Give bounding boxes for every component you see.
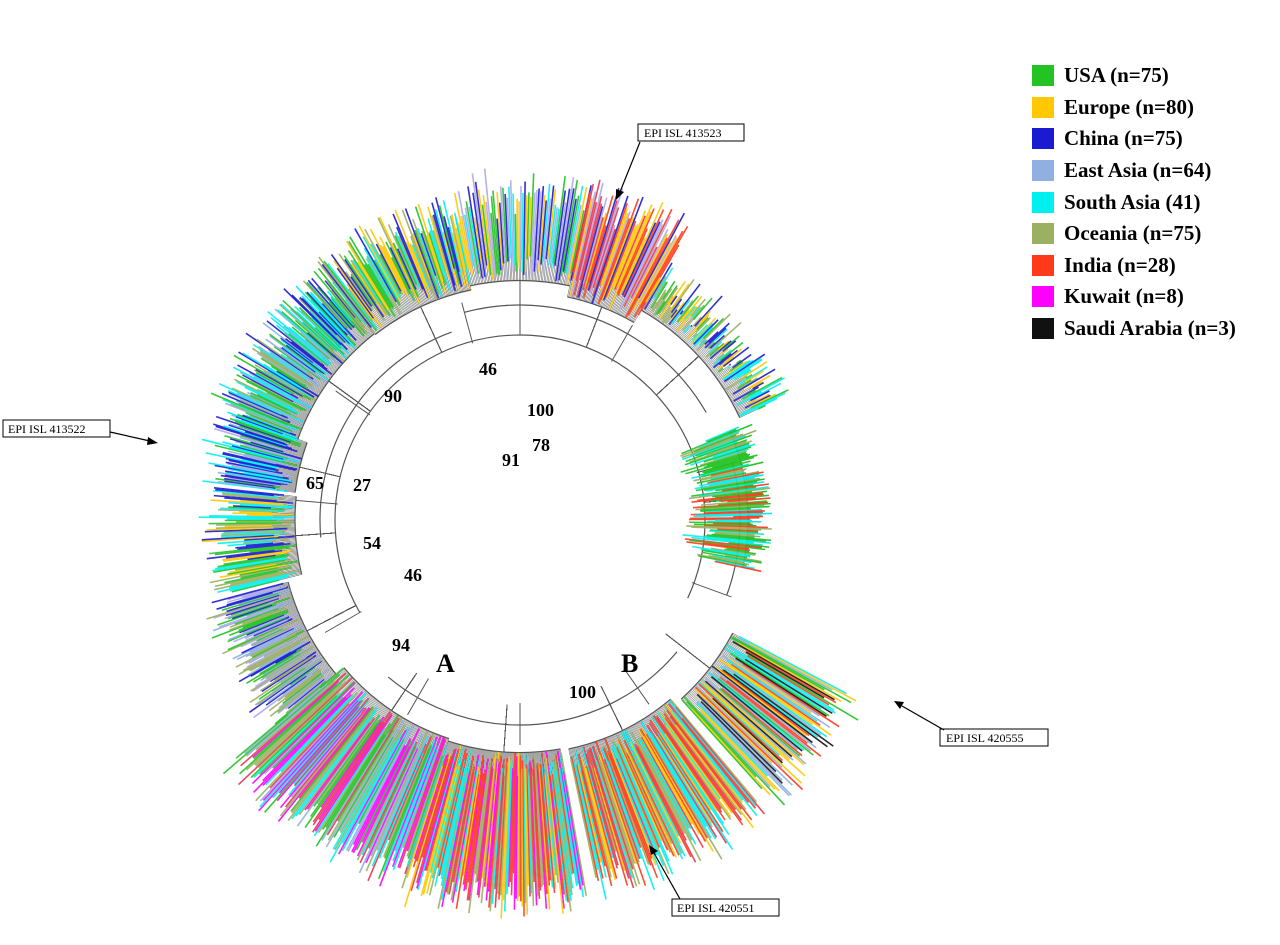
bootstrap-label: 90 [384, 386, 402, 406]
callout-413523: EPI ISL 413523 [616, 123, 745, 200]
legend-swatch [1032, 191, 1054, 213]
bootstrap-label: 65 [306, 473, 324, 493]
legend-swatch [1032, 254, 1054, 276]
legend-swatch [1032, 96, 1054, 118]
legend-item: India (n=28) [1032, 250, 1236, 282]
bootstrap-label: 54 [363, 533, 381, 553]
legend-swatch [1032, 286, 1054, 308]
bootstrap-label: 100 [527, 400, 554, 420]
svg-text:EPI ISL 420555: EPI ISL 420555 [946, 731, 1024, 745]
legend-swatch [1032, 160, 1054, 182]
legend-swatch [1032, 223, 1054, 245]
legend: USA (n=75) Europe (n=80) China (n=75) East … [1032, 60, 1236, 344]
legend-label: China (n=75) [1064, 126, 1183, 151]
bootstrap-label: 78 [532, 435, 550, 455]
bootstrap-label: 46 [479, 359, 497, 379]
bootstrap-label: 27 [353, 475, 371, 495]
svg-text:EPI ISL 420551: EPI ISL 420551 [677, 901, 755, 915]
callout-420555: EPI ISL 420555 [894, 701, 1049, 747]
bootstrap-label: 46 [404, 565, 422, 585]
legend-label: Oceania (n=75) [1064, 221, 1202, 246]
bootstrap-label: 100 [569, 682, 596, 702]
legend-item: USA (n=75) [1032, 60, 1236, 92]
callout-420551: EPI ISL 420551 [649, 845, 780, 917]
legend-swatch [1032, 65, 1054, 87]
legend-swatch [1032, 318, 1054, 340]
legend-item: Kuwait (n=8) [1032, 281, 1236, 313]
tree-leaf-labels [198, 168, 859, 919]
legend-label: India (n=28) [1064, 252, 1176, 277]
legend-item: South Asia (41) [1032, 186, 1236, 218]
legend-item: East Asia (n=64) [1032, 155, 1236, 187]
clade-label-b: B [621, 649, 638, 678]
legend-item: Saudi Arabia (n=3) [1032, 313, 1236, 345]
callout-413522: EPI ISL 413522 [2, 419, 158, 445]
legend-label: Europe (n=80) [1064, 94, 1195, 119]
bootstrap-label: 94 [392, 635, 410, 655]
legend-item: Oceania (n=75) [1032, 218, 1236, 250]
legend-label: South Asia (41) [1064, 189, 1201, 214]
legend-label: East Asia (n=64) [1064, 158, 1212, 183]
legend-label: Kuwait (n=8) [1064, 284, 1184, 309]
bootstrap-label: 91 [502, 450, 520, 470]
legend-swatch [1032, 128, 1054, 150]
legend-item: Europe (n=80) [1032, 92, 1236, 124]
legend-label: Saudi Arabia (n=3) [1064, 316, 1236, 341]
legend-label: USA (n=75) [1064, 63, 1169, 88]
svg-text:EPI ISL 413523: EPI ISL 413523 [644, 126, 722, 140]
svg-text:EPI ISL 413522: EPI ISL 413522 [8, 422, 86, 436]
legend-item: China (n=75) [1032, 123, 1236, 155]
clade-label-a: A [436, 649, 455, 678]
